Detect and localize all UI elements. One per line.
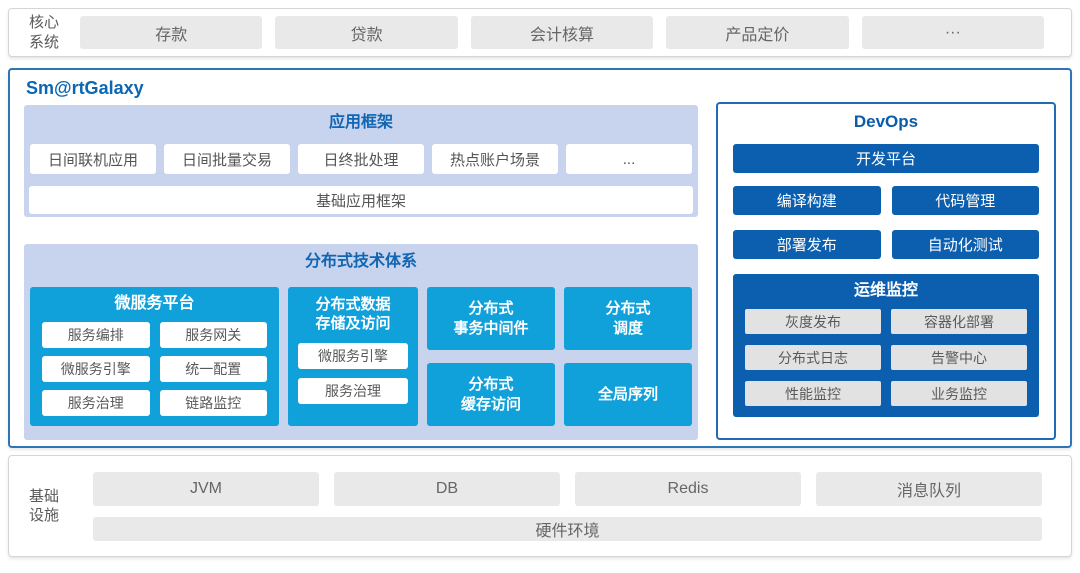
- core-system-deposits: 存款: [80, 16, 263, 49]
- alert-center: 告警中心: [891, 345, 1027, 370]
- infrastructure-bar: 基础 设施 JVM DB Redis 消息队列 硬件环境: [8, 455, 1072, 557]
- distributed-scheduling: 分布式 调度: [564, 287, 692, 350]
- devops-title: DevOps: [853, 112, 919, 131]
- infra-jvm: JVM: [93, 471, 319, 506]
- automated-testing: 自动化测试: [891, 230, 1039, 259]
- ops-monitoring-title: 运维监控: [853, 282, 918, 299]
- app-framework-panel: 应用框架 日间联机应用 日间批量交易 日终批处理 热点账户场景 ... 基础应用…: [24, 105, 698, 217]
- microservice-platform: 微服务平台 服务编排 服务网关 微服务引擎 统一配置 服务治理 链路监控: [30, 287, 279, 426]
- app-hot-account: 热点账户场景: [432, 144, 558, 174]
- storage-svc-engine: 微服务引擎: [298, 343, 408, 369]
- svc-tracing: 链路监控: [159, 390, 267, 416]
- app-batch-trade: 日间批量交易: [164, 144, 290, 174]
- core-system-accounting: 会计核算: [470, 16, 654, 49]
- distributed-logging: 分布式日志: [745, 345, 881, 370]
- smartgalaxy-body: 应用框架 日间联机应用 日间批量交易 日终批处理 热点账户场景 ... 基础应用…: [24, 102, 1056, 440]
- smartgalaxy-title: Sm@rtGalaxy: [26, 78, 144, 98]
- business-monitoring: 业务监控: [891, 381, 1027, 406]
- distributed-storage-title: 分布式数据 存储及访问: [315, 296, 391, 332]
- infra-hardware-environment: 硬件环境: [93, 516, 1042, 541]
- svc-gateway: 服务网关: [159, 322, 267, 348]
- core-system-more: ···: [861, 16, 1045, 49]
- gray-release: 灰度发布: [745, 309, 881, 334]
- app-more: ...: [566, 144, 692, 174]
- infra-db: DB: [334, 471, 560, 506]
- code-management: 代码管理: [891, 186, 1039, 215]
- smartgalaxy-panel: Sm@rtGalaxy 应用框架 日间联机应用 日间批量交易 日终批处理 热点账…: [8, 68, 1072, 448]
- distributed-storage: 分布式数据 存储及访问 微服务引擎 服务治理: [288, 287, 418, 426]
- performance-monitoring: 性能监控: [745, 381, 881, 406]
- infra-redis: Redis: [575, 471, 801, 506]
- galaxy-left-column: 应用框架 日间联机应用 日间批量交易 日终批处理 热点账户场景 ... 基础应用…: [24, 102, 698, 440]
- infra-message-queue: 消息队列: [816, 471, 1042, 506]
- svc-governance: 服务治理: [42, 390, 150, 416]
- infrastructure-items: JVM DB Redis 消息队列: [93, 471, 1042, 506]
- distributed-panel: 分布式技术体系 微服务平台 服务编排 服务网关 微服务引擎 统一配置 服务治理 …: [24, 244, 698, 440]
- core-systems-items: 存款 贷款 会计核算 产品定价 ···: [80, 16, 1045, 49]
- svc-engine: 微服务引擎: [42, 356, 150, 382]
- app-framework-title: 应用框架: [328, 114, 393, 131]
- build-compile: 编译构建: [733, 186, 881, 215]
- core-systems-label: 核心 系统: [29, 14, 60, 51]
- dev-platform: 开发平台: [733, 144, 1039, 173]
- app-framework-items: 日间联机应用 日间批量交易 日终批处理 热点账户场景 ...: [29, 144, 693, 174]
- microservice-platform-title: 微服务平台: [114, 295, 195, 312]
- core-system-loans: 贷款: [275, 16, 458, 49]
- devops-buttons: 编译构建 代码管理 部署发布 自动化测试: [733, 186, 1039, 259]
- app-online: 日间联机应用: [30, 144, 156, 174]
- app-base-framework: 基础应用框架: [29, 186, 693, 214]
- global-sequence: 全局序列: [564, 363, 692, 426]
- deploy-release: 部署发布: [733, 230, 881, 259]
- distributed-cache-access: 分布式 缓存访问: [427, 363, 555, 426]
- core-system-pricing: 产品定价: [666, 16, 849, 49]
- app-eod-batch: 日终批处理: [298, 144, 424, 174]
- distributed-grid: 微服务平台 服务编排 服务网关 微服务引擎 统一配置 服务治理 链路监控 分布式…: [30, 287, 692, 426]
- microservice-items: 服务编排 服务网关 微服务引擎 统一配置 服务治理 链路监控: [42, 322, 267, 416]
- distributed-storage-items: 微服务引擎 服务治理: [298, 343, 408, 404]
- infrastructure-content: JVM DB Redis 消息队列 硬件环境: [93, 471, 1042, 541]
- svc-orchestration: 服务编排: [42, 322, 150, 348]
- ops-monitoring: 运维监控 灰度发布 容器化部署 分布式日志 告警中心 性能监控 业务监控: [733, 274, 1039, 417]
- svc-unified-config: 统一配置: [159, 356, 267, 382]
- storage-svc-governance: 服务治理: [298, 378, 408, 404]
- ops-monitoring-items: 灰度发布 容器化部署 分布式日志 告警中心 性能监控 业务监控: [745, 309, 1027, 406]
- core-systems-bar: 核心 系统 存款 贷款 会计核算 产品定价 ···: [8, 8, 1072, 57]
- distributed-transaction-middleware: 分布式 事务中间件: [427, 287, 555, 350]
- container-deployment: 容器化部署: [891, 309, 1027, 334]
- infrastructure-label: 基础 设施: [29, 487, 60, 525]
- distributed-title: 分布式技术体系: [304, 253, 417, 270]
- devops-panel: DevOps 开发平台 编译构建 代码管理 部署发布 自动化测试 运维监控 灰度…: [716, 102, 1056, 440]
